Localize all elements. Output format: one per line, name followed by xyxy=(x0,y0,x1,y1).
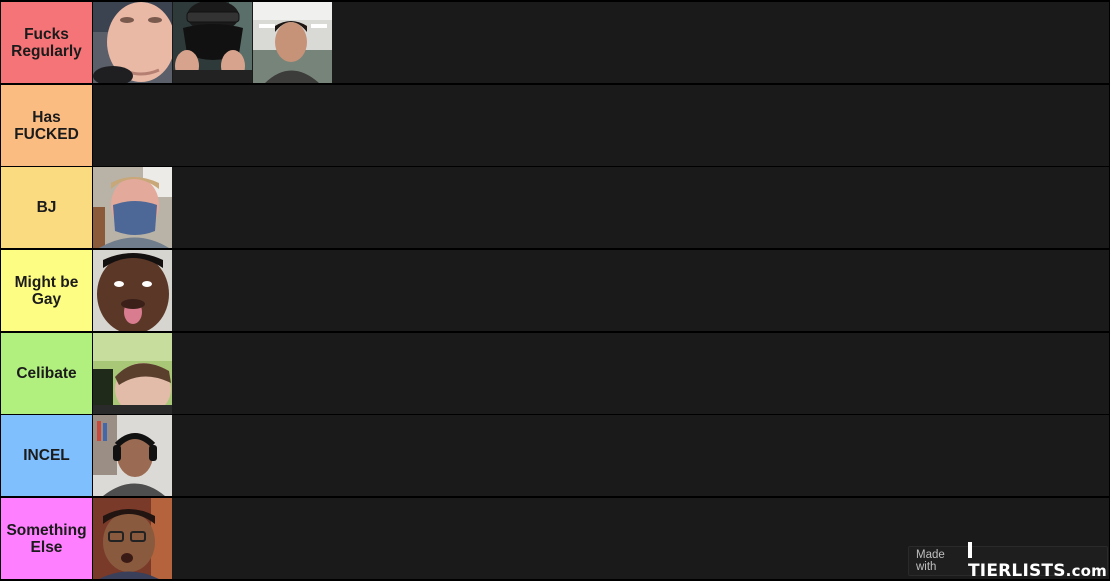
tier-row: BJ xyxy=(0,167,1110,248)
person-photo xyxy=(93,250,172,331)
tier-items[interactable] xyxy=(93,333,1109,414)
tier-row: Celibate xyxy=(0,333,1110,414)
tierlists-watermark[interactable]: Made with TIERLISTS.com xyxy=(908,542,1108,581)
tier-label[interactable]: Celibate xyxy=(1,333,92,414)
person-photo xyxy=(93,415,172,496)
person-photo xyxy=(93,167,172,248)
tier-label[interactable]: Fucks Regularly xyxy=(1,2,92,83)
tier-items[interactable] xyxy=(93,85,1109,166)
tier-label[interactable]: Has FUCKED xyxy=(1,85,92,166)
logo-brand: TIERLISTS xyxy=(968,561,1066,581)
tier-row: Something Else Made with TIERLISTS.com xyxy=(0,498,1110,581)
person-photo xyxy=(253,2,332,83)
tier-row: Fucks Regularly xyxy=(0,2,1110,83)
tier-items[interactable] xyxy=(93,415,1109,496)
tier-label[interactable]: BJ xyxy=(1,167,92,248)
tier-row: INCEL xyxy=(0,415,1110,496)
tier-item-photo[interactable] xyxy=(93,415,172,496)
tierlists-logo: TIERLISTS.com xyxy=(968,541,1107,581)
tier-item-photo[interactable] xyxy=(253,2,332,83)
logo-bar-icon xyxy=(968,542,972,558)
made-with-text: Made with xyxy=(916,549,945,573)
tier-row: Has FUCKED xyxy=(0,85,1110,166)
tier-label[interactable]: INCEL xyxy=(1,415,92,496)
logo-domain: .com xyxy=(1065,562,1107,580)
tier-label[interactable]: Something Else xyxy=(1,498,92,579)
person-photo xyxy=(93,498,172,579)
tier-item-photo[interactable] xyxy=(173,2,252,83)
tier-item-photo[interactable] xyxy=(93,167,172,248)
tier-row: Might be Gay xyxy=(0,250,1110,331)
tier-item-photo[interactable] xyxy=(93,498,172,579)
person-photo xyxy=(93,333,172,414)
tier-item-photo[interactable] xyxy=(93,333,172,414)
tier-label[interactable]: Might be Gay xyxy=(1,250,92,331)
tier-items[interactable] xyxy=(93,498,1109,579)
tier-items[interactable] xyxy=(93,2,1109,83)
person-photo xyxy=(93,2,172,83)
tier-items[interactable] xyxy=(93,167,1109,248)
tier-item-photo[interactable] xyxy=(93,250,172,331)
tier-items[interactable] xyxy=(93,250,1109,331)
tier-item-photo[interactable] xyxy=(93,2,172,83)
person-photo xyxy=(173,2,252,83)
